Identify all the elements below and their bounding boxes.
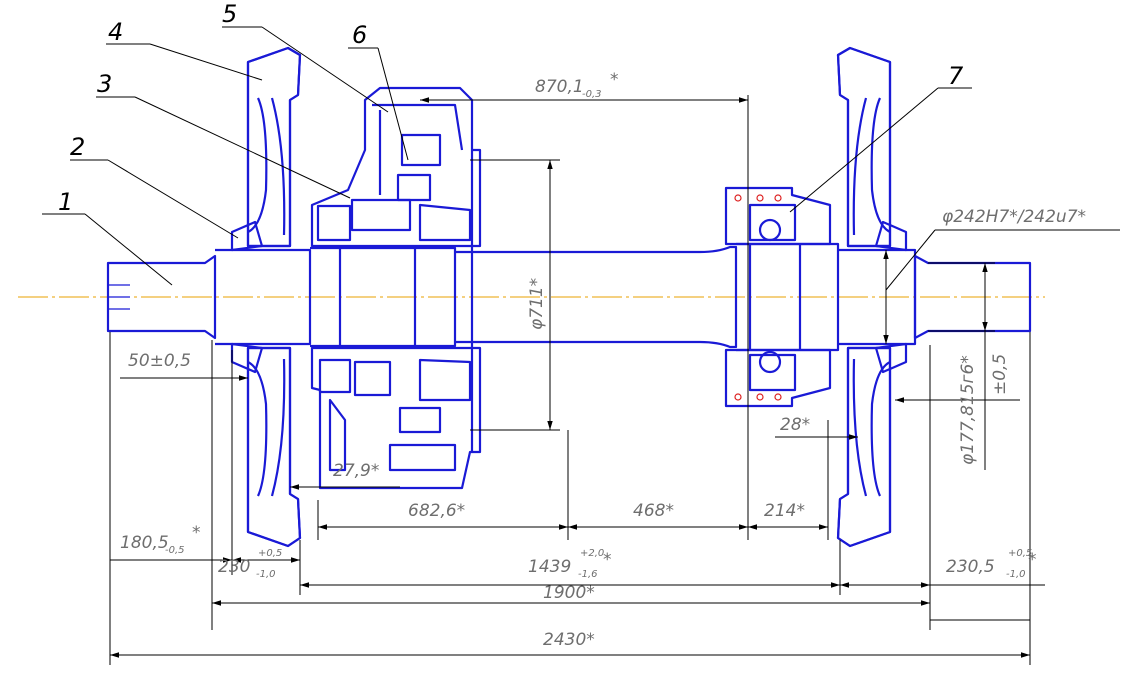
dim-682-6: 682,6*: [408, 501, 465, 521]
dim-28: 28*: [780, 415, 810, 435]
dimension-lines: [109, 95, 1120, 665]
left-wheel: [230, 46, 302, 548]
dim-230-5-value: 230,5: [946, 557, 995, 577]
part-label-5: 5: [222, 0, 237, 28]
dim-870-tolerance: -0,3: [582, 89, 602, 100]
dim-177815: φ177,815г6*: [958, 355, 978, 465]
dim-230-left: 230 +0,5 -1,0: [218, 548, 282, 580]
dim-1900: 1900*: [543, 583, 595, 603]
dim-230-5-upper: +0,5: [1008, 548, 1032, 559]
dim-177815-tolerance: ±0,5: [990, 354, 1010, 395]
dim-214: 214*: [764, 501, 805, 521]
dim-1439-value: 1439: [528, 557, 571, 577]
part-label-7: 7: [948, 62, 964, 90]
dim-1439-star: *: [603, 550, 612, 570]
dim-1439-lower: -1,6: [578, 569, 598, 580]
part-label-4: 4: [108, 18, 123, 46]
part-label-2: 2: [70, 133, 85, 161]
dim-870-value: 870,1: [535, 77, 584, 97]
dim-870: 870,1 -0,3 *: [535, 70, 619, 100]
dim-711: φ711*: [527, 278, 547, 330]
dim-230-left-value: 230: [218, 557, 250, 577]
part-label-3: 3: [97, 70, 112, 98]
dim-230-5-lower: -1,0: [1006, 569, 1026, 580]
part-leaders: [42, 26, 972, 286]
dim-50: 50±0,5: [128, 351, 191, 371]
dim-230-5-right: 230,5 +0,5 -1,0 *: [946, 548, 1037, 580]
dim-27-9: 27,9*: [333, 461, 379, 481]
gearbox: [310, 86, 482, 490]
dim-180-5-value: 180,5: [120, 533, 169, 553]
part-label-1: 1: [58, 188, 73, 216]
dim-870-star: *: [610, 70, 619, 90]
dim-1439-upper: +2,0: [580, 548, 604, 559]
part-label-6: 6: [352, 21, 367, 49]
dim-230-5-star: *: [1028, 550, 1037, 570]
dim-468: 468*: [633, 501, 674, 521]
dim-2430: 2430*: [543, 630, 595, 650]
dim-1439: 1439 +2,0 -1,6 *: [528, 548, 612, 580]
dim-230-left-upper: +0,5: [258, 548, 282, 559]
dim-180-5-tolerance: -0,5: [165, 545, 185, 556]
axle-bearing-housing: [724, 186, 832, 408]
dim-180-5: 180,5 -0,5 *: [120, 523, 201, 556]
dim-230-left-lower: -1,0: [256, 569, 276, 580]
dim-242: φ242H7*/242u7*: [942, 207, 1086, 227]
dim-180-5-star: *: [192, 523, 201, 543]
